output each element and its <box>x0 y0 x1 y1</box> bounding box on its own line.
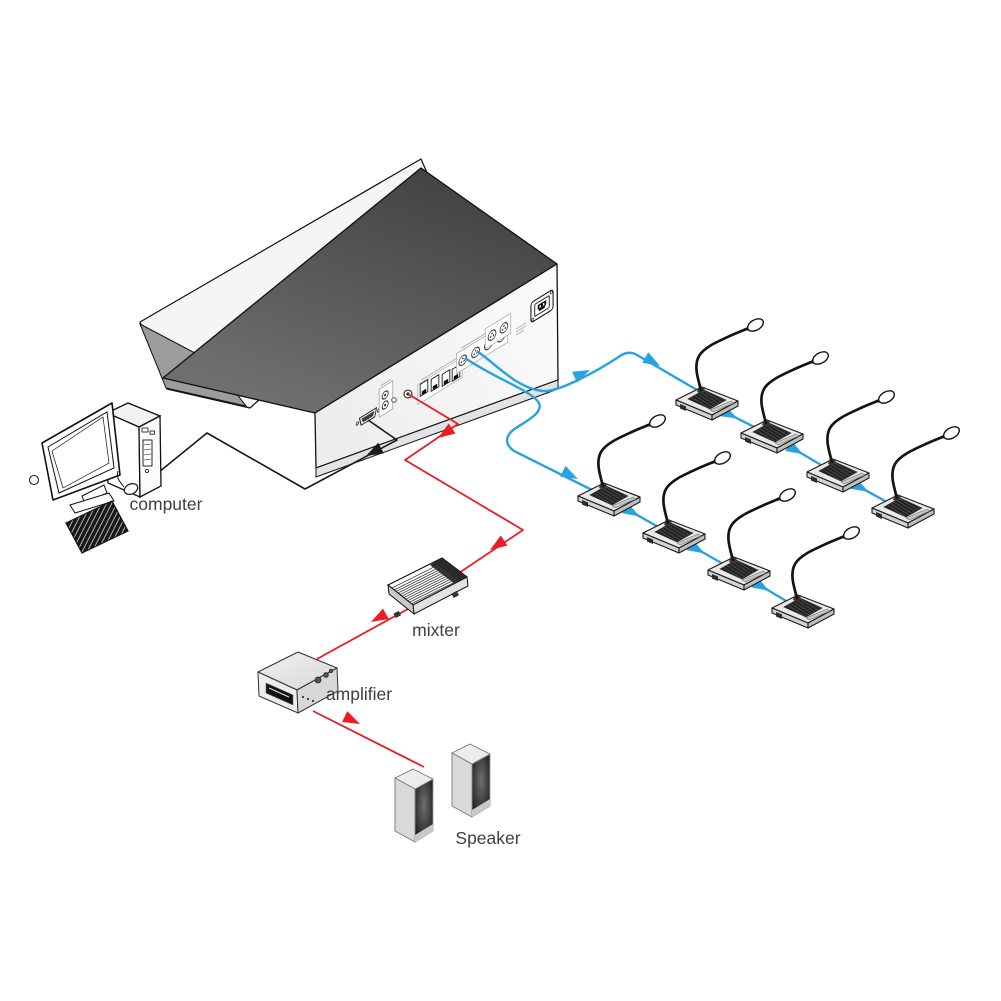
computer-data-cable <box>158 419 398 490</box>
flow-arrowhead <box>371 608 389 622</box>
flow-arrowhead <box>560 465 578 479</box>
conference-mic-unit <box>674 314 767 422</box>
monitor-bezel <box>47 411 115 494</box>
central-control-unit <box>139 158 559 478</box>
tower-drive-bay <box>141 427 149 433</box>
tower-drive-bay <box>149 430 155 435</box>
flow-arrowhead <box>572 370 590 383</box>
amplifier-knob <box>314 676 322 684</box>
conference-mic-unit <box>739 347 832 455</box>
mic-bus-cable-bottom-chain <box>464 357 603 497</box>
mouse-cable <box>116 470 125 488</box>
mixer-meter-strip <box>430 558 467 584</box>
mixer-left-side <box>387 583 415 616</box>
mixer-foot <box>451 590 460 599</box>
speaker-side <box>394 777 416 843</box>
amplifier-knob <box>323 672 329 678</box>
trim-pot <box>391 397 397 403</box>
conference-mic-unit <box>576 410 669 518</box>
flow-arrowheads <box>342 352 869 724</box>
monitor-base <box>69 492 115 514</box>
amplifier-label: amplifier <box>326 684 392 704</box>
monitor <box>41 402 121 501</box>
flow-arrowhead <box>342 711 360 724</box>
mic-chains-layer <box>576 314 963 630</box>
conference-mic-unit <box>641 447 734 555</box>
vga-port <box>355 406 381 426</box>
audio-cable-amplifier-to-speaker <box>312 710 425 768</box>
mic-bus-chain-bottom <box>608 497 804 613</box>
mixer-group <box>387 557 469 619</box>
conference-mic-unit <box>870 422 963 530</box>
conference-mic-unit <box>805 386 898 494</box>
mic-chain-bus-segments <box>608 401 904 613</box>
power-inlet <box>530 289 554 323</box>
speaker-base-trim <box>472 799 490 817</box>
cables-layer <box>158 350 904 768</box>
mixer-foot <box>393 610 402 619</box>
monitor-screen <box>51 416 110 489</box>
power-rating-text <box>515 322 527 336</box>
computer-label: computer <box>130 494 203 514</box>
amplifier-display <box>265 682 294 706</box>
amplifier-group <box>257 651 339 714</box>
cable-coil <box>28 474 40 486</box>
tower-power-button <box>144 468 149 473</box>
computer-group <box>28 402 162 554</box>
speaker-right <box>451 743 491 818</box>
mic-bus-chain-top <box>706 401 904 513</box>
flow-arrowhead <box>642 352 660 366</box>
din-socket <box>487 329 497 341</box>
din-socket-group-b <box>484 312 512 350</box>
din-socket <box>499 322 509 334</box>
speaker-left <box>394 768 434 843</box>
speaker-base-trim <box>415 824 433 842</box>
labels-layer: computer mixter amplifier Speaker <box>130 494 521 848</box>
rj45-port-block <box>417 356 463 406</box>
conference-mic-unit <box>706 484 799 592</box>
speaker-side <box>451 752 473 818</box>
din-socket <box>471 346 480 359</box>
speaker-group <box>394 743 491 843</box>
mixer-fader-lines <box>391 564 459 604</box>
tower-vent <box>142 439 153 467</box>
flow-arrowhead <box>366 442 384 456</box>
speaker-label: Speaker <box>455 828 520 848</box>
flow-arrowhead <box>438 423 456 438</box>
mixer-label: mixter <box>412 620 460 640</box>
rca-jack-panel <box>378 378 394 418</box>
audio-cable-mixer-to-amplifier <box>316 603 418 660</box>
mouse <box>123 482 139 496</box>
flow-arrowhead <box>490 535 508 550</box>
conference-mic-unit <box>770 522 863 630</box>
keyboard <box>65 500 129 554</box>
amplifier-knob <box>328 668 334 674</box>
